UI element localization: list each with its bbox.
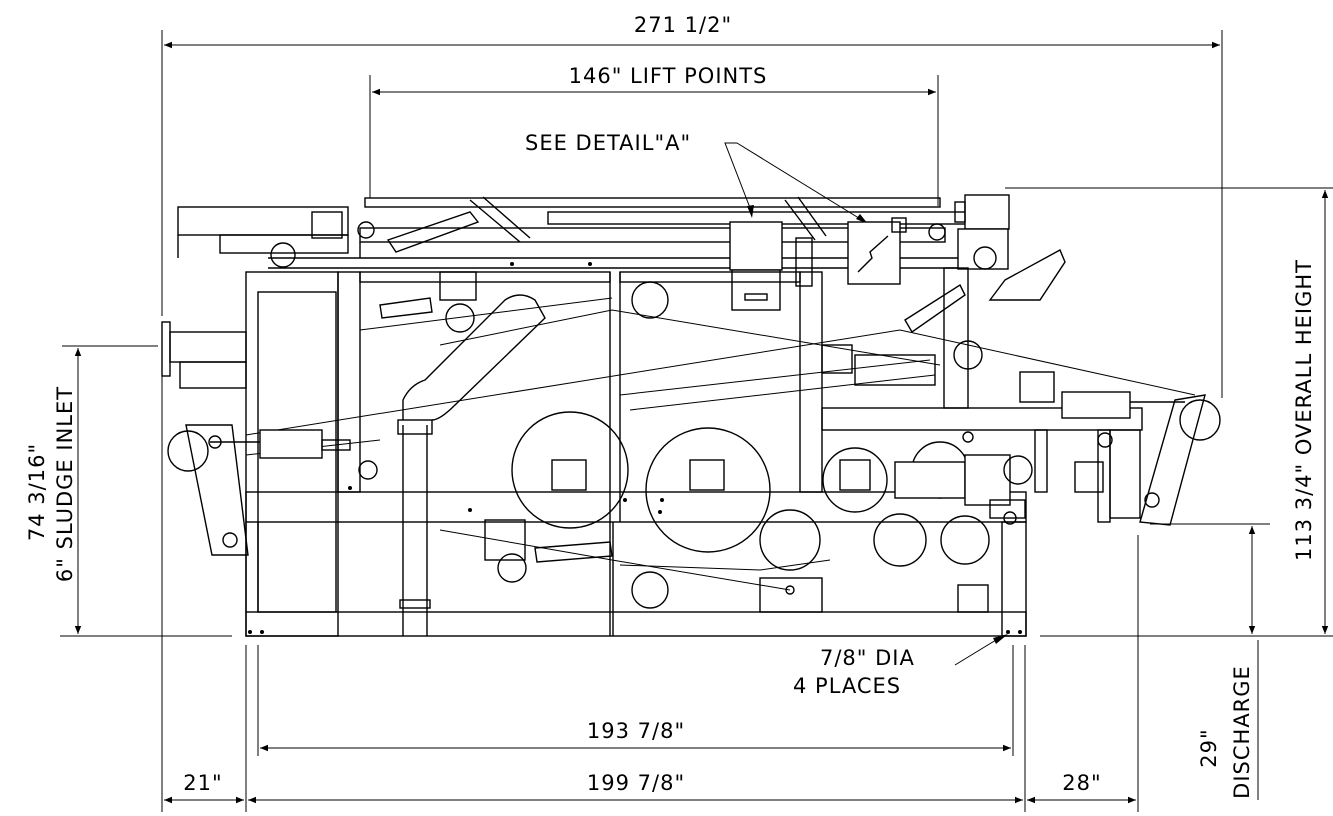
hole-dia-label: 7/8" DIA <box>820 646 915 670</box>
sludge-inlet-label: 6" SLUDGE INLET <box>53 386 77 582</box>
lift-points-label: 146" LIFT POINTS <box>569 64 768 88</box>
overall-height-label: 113 3/4" OVERALL HEIGHT <box>1292 259 1316 561</box>
right-overhang-label: 28" <box>1062 771 1101 795</box>
see-detail-label: SEE DETAIL"A" <box>525 131 691 155</box>
overall-length-label: 271 1/2" <box>634 13 732 37</box>
hole-places-label: 4 PLACES <box>793 674 901 698</box>
discharge-height-label: 29" <box>1197 728 1221 767</box>
upper-gravity-belt-assembly <box>177 194 1066 334</box>
left-overhang-label: 21" <box>183 771 222 795</box>
frame-length-label: 199 7/8" <box>587 771 685 795</box>
main-frame <box>161 262 1221 637</box>
dimension-lines <box>60 30 1333 812</box>
discharge-label: DISCHARGE <box>1230 665 1254 799</box>
inner-length-label: 193 7/8" <box>587 719 685 743</box>
sludge-inlet-height-label: 74 3/16" <box>25 443 49 541</box>
